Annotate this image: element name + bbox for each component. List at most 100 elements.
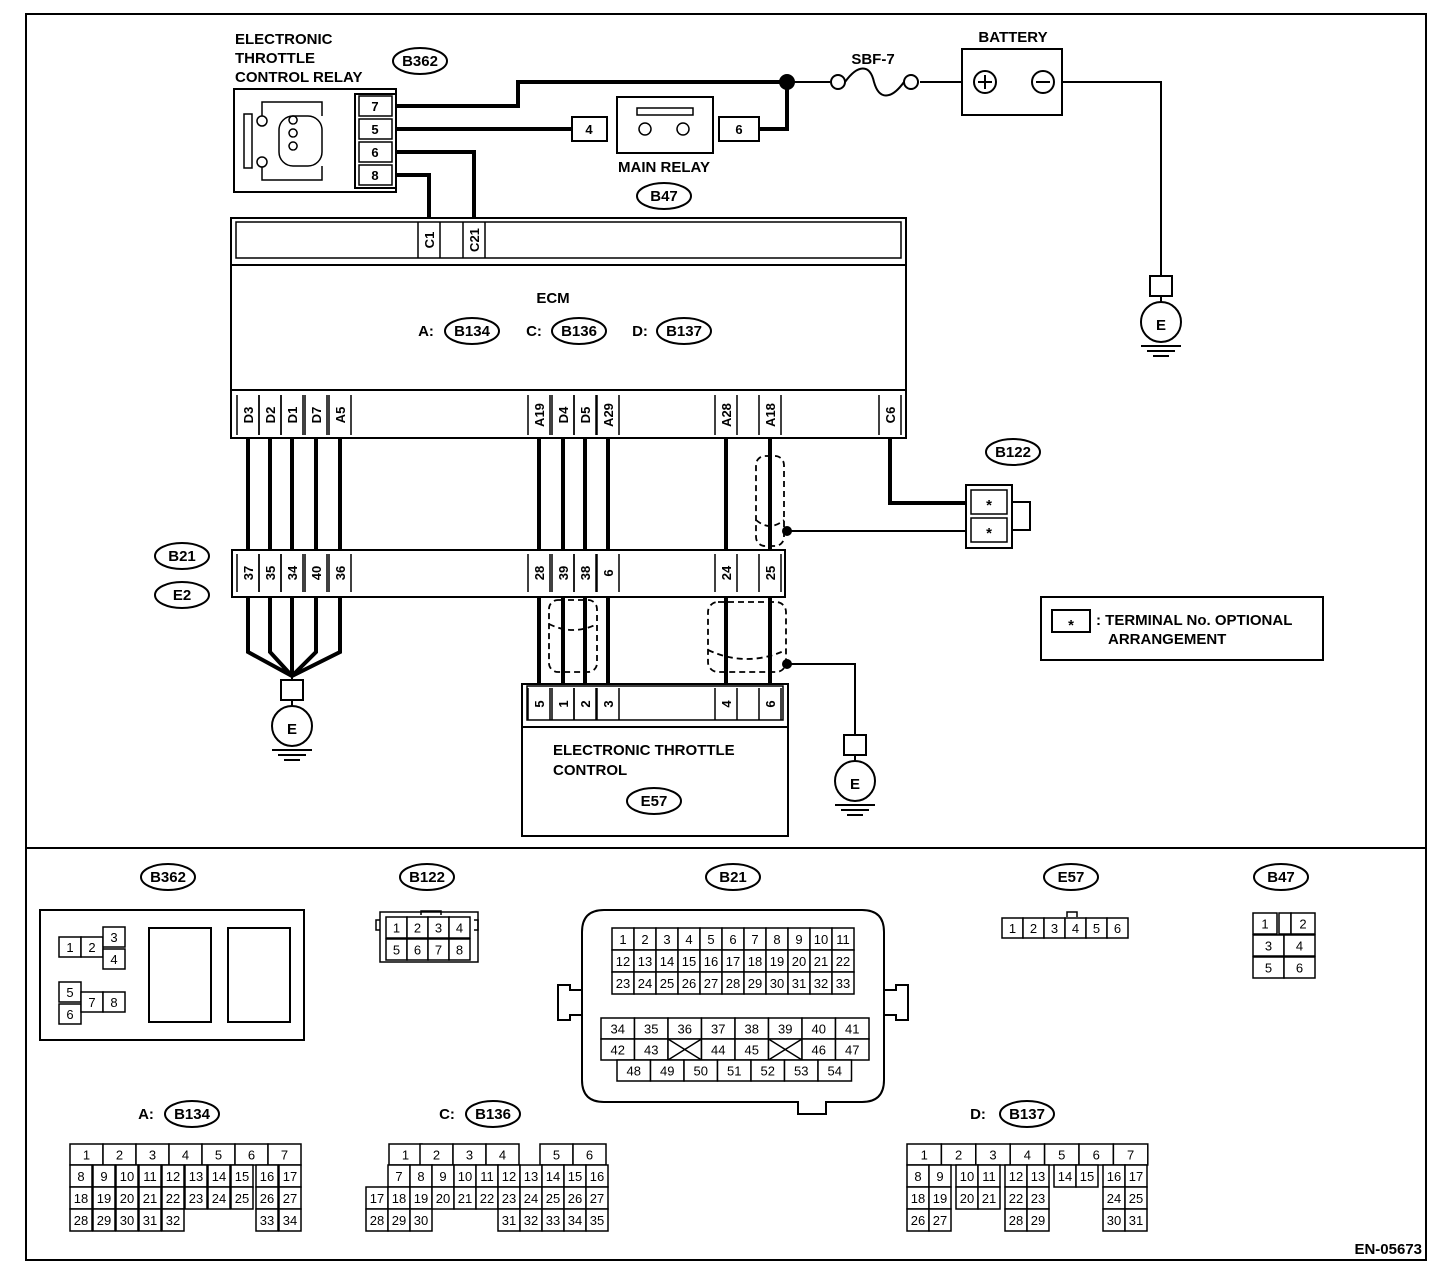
cell-24: 24 bbox=[212, 1191, 226, 1206]
cell-48: 48 bbox=[627, 1064, 641, 1079]
throttle-title-line-2: CONTROL bbox=[553, 762, 627, 779]
throttle-pin-3: 3 bbox=[601, 700, 616, 707]
cell-box bbox=[585, 1208, 609, 1232]
cell-26: 26 bbox=[682, 976, 696, 991]
harness-wires bbox=[246, 438, 966, 684]
cell-6: 6 bbox=[1093, 1148, 1100, 1163]
throttle-shield-ground: E bbox=[834, 734, 876, 816]
cell-17: 17 bbox=[370, 1191, 384, 1206]
cell-17: 17 bbox=[1129, 1169, 1143, 1184]
cell-25: 25 bbox=[660, 976, 674, 991]
cell-1: 1 bbox=[921, 1148, 928, 1163]
cell-27: 27 bbox=[283, 1191, 297, 1206]
cell-1: 1 bbox=[393, 921, 400, 936]
cell-1: 1 bbox=[66, 940, 73, 955]
cell-35: 35 bbox=[644, 1022, 658, 1037]
cell-49: 49 bbox=[660, 1064, 674, 1079]
main-relay-body bbox=[616, 96, 714, 154]
cell-10: 10 bbox=[814, 932, 828, 947]
cell-22: 22 bbox=[480, 1191, 494, 1206]
ground-label: E bbox=[287, 721, 297, 738]
cell-27: 27 bbox=[590, 1191, 604, 1206]
cell-22: 22 bbox=[836, 954, 850, 969]
cell-38: 38 bbox=[745, 1022, 759, 1037]
relay-armature bbox=[243, 113, 253, 169]
cell-10: 10 bbox=[960, 1169, 974, 1184]
cell-8: 8 bbox=[77, 1169, 84, 1184]
cell-12: 12 bbox=[502, 1169, 516, 1184]
cell-31: 31 bbox=[502, 1213, 516, 1228]
cell-17: 17 bbox=[726, 954, 740, 969]
cell-34: 34 bbox=[611, 1022, 625, 1037]
cell-11: 11 bbox=[982, 1169, 996, 1184]
junction-code-e2: E2 bbox=[173, 587, 191, 604]
cell-2: 2 bbox=[641, 932, 648, 947]
cell-43: 43 bbox=[644, 1043, 658, 1058]
cell-16: 16 bbox=[704, 954, 718, 969]
cell-3: 3 bbox=[466, 1148, 473, 1163]
cell-24: 24 bbox=[1107, 1191, 1121, 1206]
main-relay-pin-4: 4 bbox=[585, 122, 593, 137]
cell-14: 14 bbox=[1058, 1169, 1072, 1184]
cell-4: 4 bbox=[499, 1148, 506, 1163]
ground-label: E bbox=[1156, 317, 1166, 334]
cell-1: 1 bbox=[1009, 921, 1016, 936]
cell-5: 5 bbox=[1093, 921, 1100, 936]
main-relay-code: B47 bbox=[650, 188, 678, 205]
ecm-pin-a28: A28 bbox=[719, 403, 734, 427]
cell-27: 27 bbox=[933, 1213, 947, 1228]
cell-31: 31 bbox=[143, 1213, 157, 1228]
cell-box bbox=[1252, 912, 1278, 935]
cell-21: 21 bbox=[458, 1191, 472, 1206]
cell-19: 19 bbox=[414, 1191, 428, 1206]
cell-16: 16 bbox=[1107, 1169, 1121, 1184]
cell-28: 28 bbox=[74, 1213, 88, 1228]
cell-47: 47 bbox=[845, 1043, 859, 1058]
cell-2: 2 bbox=[1299, 917, 1306, 932]
cell-15: 15 bbox=[235, 1169, 249, 1184]
cell-21: 21 bbox=[814, 954, 828, 969]
cell-5: 5 bbox=[1058, 1148, 1065, 1163]
cell-7: 7 bbox=[751, 932, 758, 947]
cell-53: 53 bbox=[794, 1064, 808, 1079]
cell-8: 8 bbox=[110, 995, 117, 1010]
cell-1: 1 bbox=[619, 932, 626, 947]
cell-45: 45 bbox=[745, 1043, 759, 1058]
ecm-pin-a5: A5 bbox=[333, 407, 348, 424]
cell-7: 7 bbox=[435, 943, 442, 958]
cell-box bbox=[1124, 1208, 1148, 1232]
cell-54: 54 bbox=[828, 1064, 842, 1079]
cell-9: 9 bbox=[795, 932, 802, 947]
cell-16: 16 bbox=[590, 1169, 604, 1184]
junction-pin-37: 37 bbox=[241, 566, 256, 580]
cell-box bbox=[92, 1208, 116, 1232]
ecm-pin-d7: D7 bbox=[309, 407, 324, 424]
cell-box bbox=[69, 1208, 93, 1232]
cell-50: 50 bbox=[694, 1064, 708, 1079]
cell-32: 32 bbox=[814, 976, 828, 991]
junction-pin-25: 25 bbox=[763, 566, 778, 580]
relay-pin-5: 5 bbox=[371, 122, 378, 137]
view-code-b136: B136 bbox=[475, 1106, 511, 1123]
cell-32: 32 bbox=[524, 1213, 538, 1228]
main-relay-label: MAIN RELAY bbox=[618, 159, 710, 176]
cell-2: 2 bbox=[1030, 921, 1037, 936]
cell-3: 3 bbox=[1265, 939, 1272, 954]
battery: BATTERY bbox=[961, 29, 1063, 116]
junction-code-b21: B21 bbox=[168, 548, 196, 565]
cell-52: 52 bbox=[761, 1064, 775, 1079]
cell-box bbox=[817, 1059, 853, 1082]
cell-20: 20 bbox=[120, 1191, 134, 1206]
cell-box bbox=[1290, 912, 1316, 935]
cell-18: 18 bbox=[911, 1191, 925, 1206]
junction-pin-28: 28 bbox=[532, 566, 547, 580]
view-code-b137: B137 bbox=[1009, 1106, 1045, 1123]
cell-19: 19 bbox=[770, 954, 784, 969]
cell-42: 42 bbox=[611, 1043, 625, 1058]
view-letter-a: A: bbox=[138, 1106, 154, 1123]
cell-2: 2 bbox=[433, 1148, 440, 1163]
cell-5: 5 bbox=[553, 1148, 560, 1163]
b122-pin-1: * bbox=[986, 497, 992, 514]
